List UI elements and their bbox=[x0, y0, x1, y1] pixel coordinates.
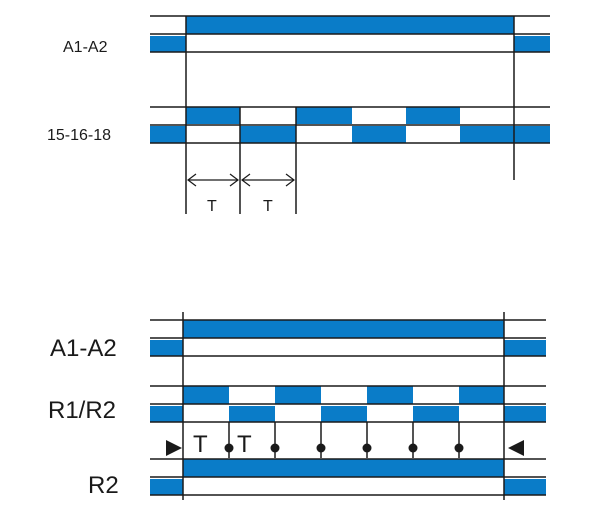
label-bottom-supply: A1-A2 bbox=[50, 335, 117, 362]
relay-low-3 bbox=[321, 406, 367, 422]
top-contacts-row bbox=[150, 106, 550, 144]
top-diagram: A1-A2 15-16-18 bbox=[47, 15, 550, 215]
top-supply-off-after bbox=[514, 36, 550, 52]
relay-low-2 bbox=[229, 406, 275, 422]
bottom-relays-row bbox=[150, 385, 546, 423]
top-contact-high-2 bbox=[296, 107, 352, 124]
top-contact-high-3 bbox=[406, 107, 460, 124]
label-bottom-relays: R1/R2 bbox=[48, 397, 116, 424]
r2-on bbox=[183, 459, 504, 477]
label-top-contacts: 15-16-18 bbox=[47, 127, 111, 144]
bottom-r2-row bbox=[150, 458, 546, 496]
bottom-supply-row bbox=[150, 319, 546, 357]
top-interval-arrow-1 bbox=[187, 173, 239, 187]
pulse-dot-4 bbox=[362, 422, 372, 458]
relay-high-1 bbox=[183, 386, 229, 404]
bottom-marker-row: T T bbox=[166, 422, 524, 458]
top-supply-off-before bbox=[150, 36, 186, 52]
r2-off-before bbox=[150, 479, 183, 495]
start-triangle-marker bbox=[166, 440, 182, 456]
relay-low-5 bbox=[504, 406, 546, 422]
bottom-supply-off-after bbox=[504, 340, 546, 356]
top-interval-arrow-2 bbox=[241, 173, 295, 187]
label-bottom-r2: R2 bbox=[88, 472, 119, 499]
bottom-supply-on bbox=[183, 320, 504, 338]
pulse-dot-2 bbox=[270, 422, 280, 458]
top-contact-high-1 bbox=[186, 107, 240, 124]
r2-off-after bbox=[504, 479, 546, 495]
relay-high-2 bbox=[275, 386, 321, 404]
label-top-supply: A1-A2 bbox=[63, 39, 108, 56]
top-contact-low-4 bbox=[460, 126, 550, 143]
relay-high-4 bbox=[459, 386, 504, 404]
relay-low-1 bbox=[150, 406, 183, 422]
pulse-dot-3 bbox=[316, 422, 326, 458]
top-interval-label-2: T bbox=[263, 198, 273, 215]
bottom-supply-off-before bbox=[150, 340, 183, 356]
pulse-dot-1 bbox=[224, 422, 234, 458]
top-supply-row bbox=[150, 15, 550, 53]
top-supply-on bbox=[186, 16, 514, 34]
relay-low-4 bbox=[413, 406, 459, 422]
bottom-diagram: A1-A2 R1/R2 R2 bbox=[48, 312, 546, 500]
top-contact-low-1 bbox=[150, 126, 186, 143]
top-interval-label-1: T bbox=[207, 198, 217, 215]
bottom-interval-label-2: T bbox=[237, 431, 252, 458]
top-contact-low-3 bbox=[352, 126, 406, 143]
bottom-interval-label-1: T bbox=[193, 431, 208, 458]
pulse-dot-5 bbox=[408, 422, 418, 458]
end-triangle-marker bbox=[508, 440, 524, 456]
relay-high-3 bbox=[367, 386, 413, 404]
top-contact-low-2 bbox=[240, 126, 296, 143]
pulse-dot-6 bbox=[454, 422, 464, 458]
